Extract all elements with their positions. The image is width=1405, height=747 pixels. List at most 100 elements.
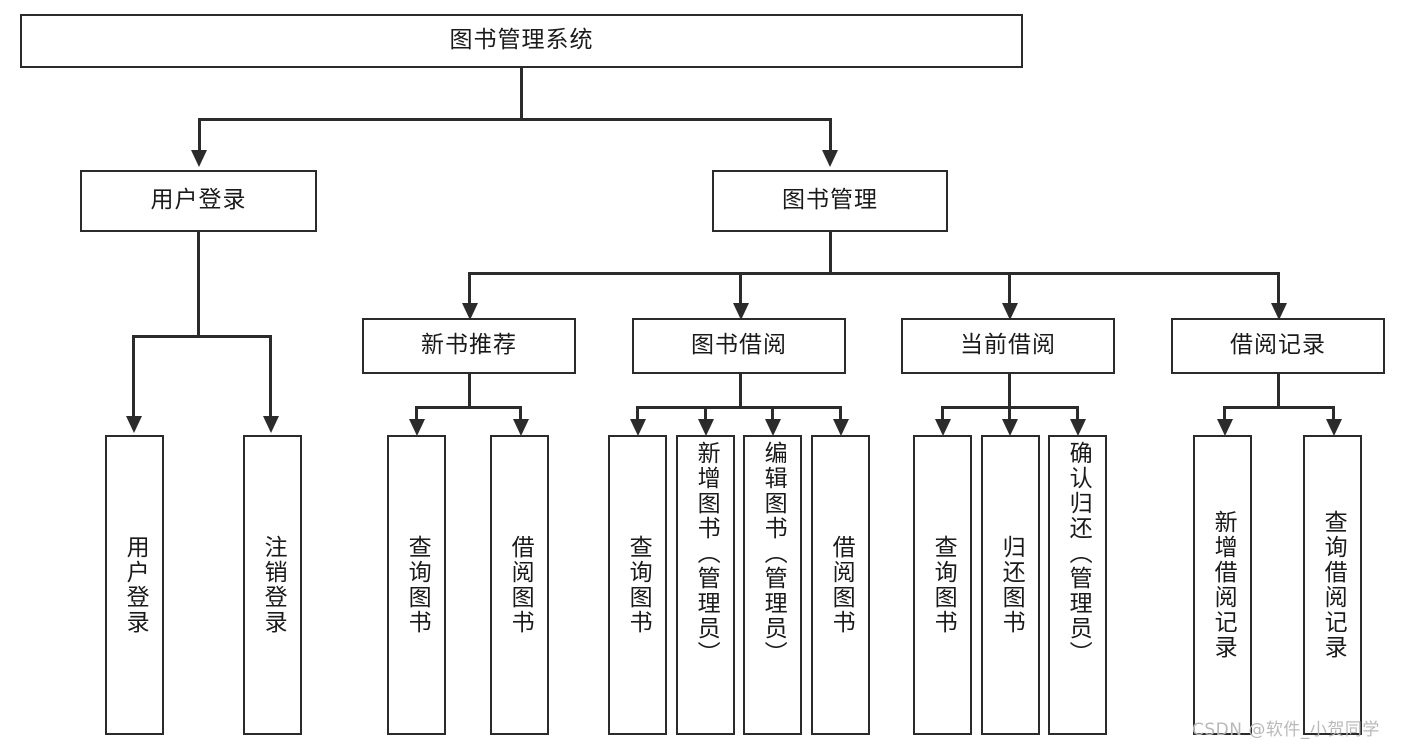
arrow-borrow-3	[833, 419, 849, 436]
leaf-newbook-query-book-label: 查询图书	[404, 535, 431, 635]
leaf-borrow-query-book-wrap: 查询图书	[610, 437, 665, 733]
leaf-logout-wrap: 注销登录	[245, 437, 300, 733]
leaf-logout[interactable]: 注销登录	[243, 435, 302, 735]
leaf-borrow-query-book-label: 查询图书	[625, 535, 652, 635]
leaf-records-query-record-label: 查询借阅记录	[1320, 510, 1347, 660]
connector-userlogin-bus	[132, 335, 271, 338]
leaf-borrow-add-book[interactable]: 新增图书（管理员）	[676, 435, 735, 735]
leaf-records-query-record-wrap: 查询借阅记录	[1305, 437, 1360, 733]
arrow-level1-0	[191, 150, 207, 167]
leaf-user-login-label: 用户登录	[122, 535, 149, 635]
connector-level1-drop-0	[198, 118, 201, 153]
node-book-management[interactable]: 图书管理	[712, 170, 948, 232]
arrow-current-1	[1002, 419, 1018, 436]
connector-newbook-drop-0	[415, 406, 418, 423]
leaf-records-add-record-label: 新增借阅记录	[1210, 510, 1237, 660]
arrow-records-1	[1326, 419, 1342, 436]
connector-level3-drop-1	[739, 272, 742, 305]
node-book-borrow-label: 图书借阅	[691, 332, 787, 359]
leaf-newbook-borrow-book-label: 借阅图书	[507, 535, 534, 635]
node-book-borrow[interactable]: 图书借阅	[632, 318, 846, 374]
connector-borrow-bus	[636, 406, 842, 409]
connector-records-stem	[1277, 374, 1280, 406]
leaf-borrow-add-book-label: 新增图书（管理员）	[693, 441, 720, 666]
leaf-current-query-book[interactable]: 查询图书	[913, 435, 972, 735]
arrow-borrow-1	[698, 419, 714, 436]
leaf-user-login[interactable]: 用户登录	[105, 435, 164, 735]
node-current-borrow[interactable]: 当前借阅	[901, 318, 1115, 374]
node-user-login[interactable]: 用户登录	[80, 170, 317, 232]
node-borrow-records[interactable]: 借阅记录	[1171, 318, 1385, 374]
node-borrow-records-label: 借阅记录	[1230, 332, 1326, 359]
connector-current-stem	[1008, 374, 1011, 406]
connector-level1-bus	[198, 118, 832, 121]
arrow-userlogin-0	[126, 416, 142, 433]
connector-records-bus	[1223, 406, 1335, 409]
leaf-borrow-query-book[interactable]: 查询图书	[608, 435, 667, 735]
connector-current-drop-1	[1008, 406, 1011, 423]
leaf-current-return-book[interactable]: 归还图书	[981, 435, 1040, 735]
connector-newbook-bus	[415, 406, 521, 409]
leaf-borrow-add-book-wrap: 新增图书（管理员）	[678, 437, 733, 737]
connector-level3-bus	[468, 272, 1280, 275]
connector-level3-drop-3	[1277, 272, 1280, 305]
arrow-current-2	[1070, 419, 1086, 436]
connector-current-drop-2	[1076, 406, 1079, 423]
leaf-newbook-query-book-wrap: 查询图书	[389, 437, 444, 733]
leaf-current-query-book-wrap: 查询图书	[915, 437, 970, 733]
connector-borrow-drop-1	[704, 406, 707, 423]
leaf-records-add-record[interactable]: 新增借阅记录	[1193, 435, 1252, 735]
arrow-borrow-0	[630, 419, 646, 436]
node-current-borrow-label: 当前借阅	[960, 332, 1056, 359]
connector-borrow-drop-3	[839, 406, 842, 423]
connector-newbook-stem	[468, 374, 471, 406]
leaf-records-add-record-wrap: 新增借阅记录	[1195, 437, 1250, 733]
node-new-book-recommend[interactable]: 新书推荐	[362, 318, 576, 374]
connector-userlogin-stem	[197, 232, 200, 335]
leaf-newbook-borrow-book-wrap: 借阅图书	[492, 437, 547, 733]
node-root-system[interactable]: 图书管理系统	[20, 14, 1023, 68]
connector-userlogin-drop-1	[269, 335, 272, 418]
connector-records-drop-0	[1223, 406, 1226, 423]
arrow-level3-3	[1271, 303, 1287, 320]
leaf-newbook-borrow-book[interactable]: 借阅图书	[490, 435, 549, 735]
arrow-level3-2	[1002, 303, 1018, 320]
arrow-current-0	[935, 419, 951, 436]
connector-borrow-stem	[739, 374, 742, 406]
connector-level1-drop-1	[829, 118, 832, 153]
arrow-level3-1	[733, 303, 749, 320]
connector-borrow-drop-2	[771, 406, 774, 423]
connector-bookmgmt-stem	[829, 232, 832, 272]
leaf-records-query-record[interactable]: 查询借阅记录	[1303, 435, 1362, 735]
leaf-user-login-wrap: 用户登录	[107, 437, 162, 733]
leaf-newbook-query-book[interactable]: 查询图书	[387, 435, 446, 735]
leaf-borrow-edit-book[interactable]: 编辑图书（管理员）	[743, 435, 802, 735]
leaf-current-confirm-return[interactable]: 确认归还（管理员）	[1048, 435, 1107, 735]
arrow-records-0	[1217, 419, 1233, 436]
arrow-level1-1	[822, 150, 838, 167]
arrow-newbook-0	[409, 419, 425, 436]
arrow-borrow-2	[765, 419, 781, 436]
leaf-borrow-borrow-book-label: 借阅图书	[828, 535, 855, 635]
leaf-borrow-borrow-book-wrap: 借阅图书	[813, 437, 868, 733]
connector-level3-drop-0	[468, 272, 471, 305]
connector-root-stem	[520, 68, 523, 118]
connector-records-drop-1	[1332, 406, 1335, 423]
node-user-login-label: 用户登录	[150, 187, 247, 214]
connector-newbook-drop-1	[519, 406, 522, 423]
leaf-current-return-book-label: 归还图书	[998, 535, 1025, 635]
leaf-current-confirm-return-wrap: 确认归还（管理员）	[1050, 437, 1105, 737]
csdn-watermark: CSDN @软件_小贺同学	[1192, 720, 1380, 740]
leaf-borrow-edit-book-wrap: 编辑图书（管理员）	[745, 437, 800, 737]
leaf-current-confirm-return-label: 确认归还（管理员）	[1065, 441, 1092, 666]
leaf-logout-label: 注销登录	[260, 535, 287, 635]
leaf-current-query-book-label: 查询图书	[930, 535, 957, 635]
arrow-newbook-1	[513, 419, 529, 436]
leaf-borrow-edit-book-label: 编辑图书（管理员）	[760, 441, 787, 666]
arrow-userlogin-1	[263, 416, 279, 433]
leaf-borrow-borrow-book[interactable]: 借阅图书	[811, 435, 870, 735]
arrow-level3-0	[462, 303, 478, 320]
leaf-current-return-book-wrap: 归还图书	[983, 437, 1038, 733]
node-new-book-recommend-label: 新书推荐	[421, 332, 517, 359]
